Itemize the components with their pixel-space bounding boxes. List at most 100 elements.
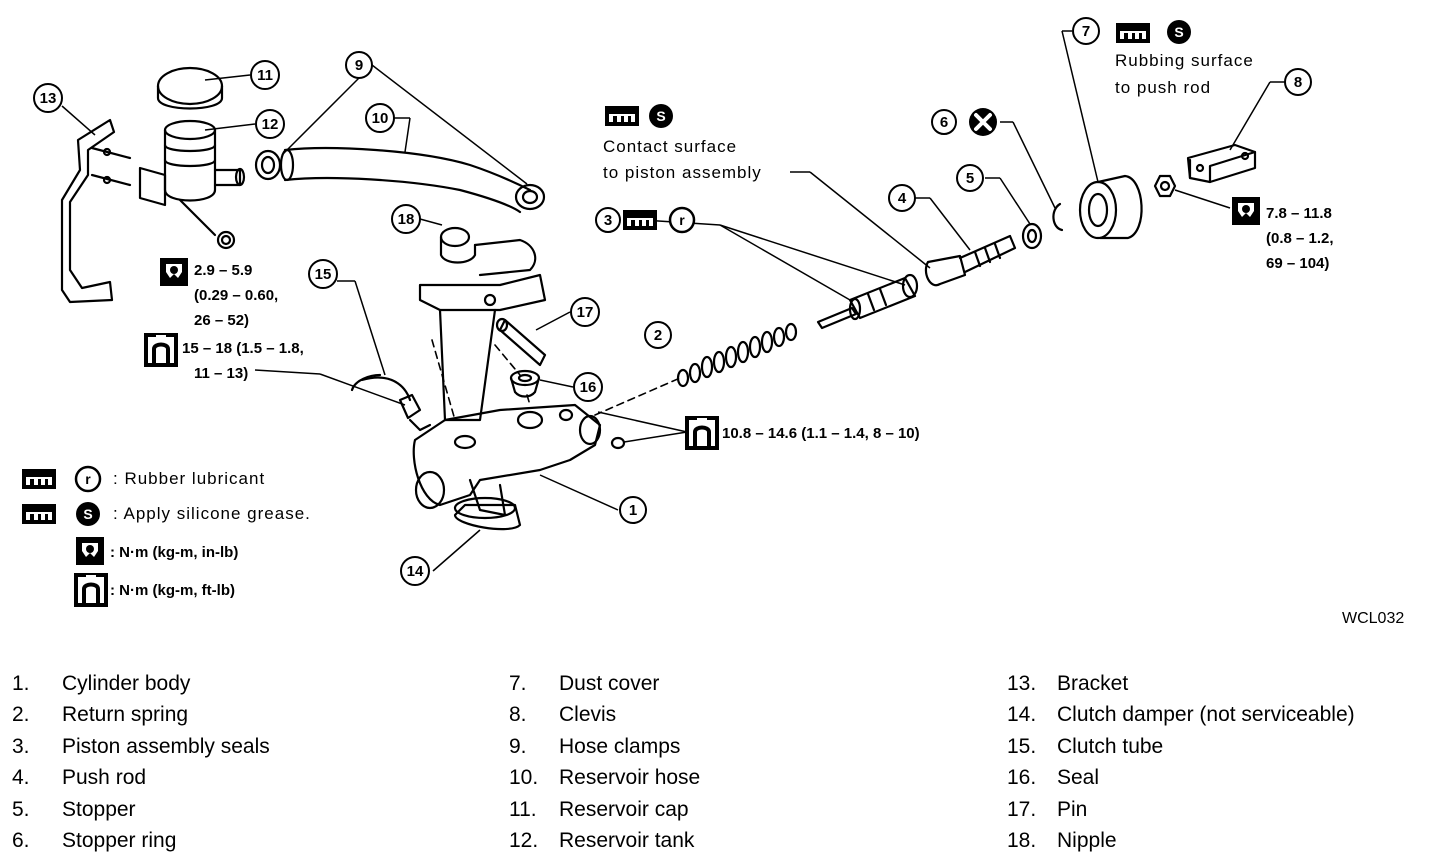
- replace-x-icon: [969, 108, 997, 136]
- torque-ft-lb-icon: [685, 416, 719, 450]
- reservoir-cap-drawing: [156, 66, 224, 110]
- bracket-drawing: [60, 118, 132, 304]
- alignment-line: [526, 394, 531, 406]
- list-item: 9.Hose clamps: [509, 734, 681, 758]
- callout-6: 6: [931, 109, 957, 135]
- torque-reservoir-line2: (0.29 – 0.60,: [194, 287, 278, 304]
- reservoir-tank-drawing: [138, 119, 246, 250]
- alignment-line: [494, 344, 521, 376]
- parts-legend-column: 13.Bracket 14.Clutch damper (not service…: [1007, 668, 1355, 856]
- svg-text:8: 8: [1294, 74, 1302, 91]
- callout-13: 13: [33, 83, 63, 113]
- svg-text:3: 3: [604, 212, 612, 229]
- list-item: 14.Clutch damper (not serviceable): [1007, 703, 1355, 727]
- parts-legend-column: 7.Dust cover 8.Clevis 9.Hose clamps 10.R…: [509, 668, 700, 856]
- list-item: 11.Reservoir cap: [509, 797, 689, 821]
- leader-lines: [61, 30, 1285, 572]
- list-item: 8.Clevis: [509, 703, 617, 727]
- svg-text:S: S: [83, 506, 92, 522]
- svg-text:S: S: [1174, 24, 1183, 40]
- svg-text:14: 14: [407, 563, 424, 580]
- svg-text:16: 16: [580, 379, 597, 396]
- parts-legend: 1.Cylinder body 2.Return spring 3.Piston…: [0, 668, 1456, 858]
- list-item: 15.Clutch tube: [1007, 734, 1164, 758]
- callout-14: 14: [400, 556, 430, 586]
- list-item: 3.Piston assembly seals: [12, 734, 270, 758]
- callout-10: 10: [365, 103, 395, 133]
- seal-drawing: [509, 369, 541, 398]
- callout-12: 12: [255, 109, 285, 139]
- callout-16: 16: [573, 372, 603, 402]
- grease-icon: [1116, 23, 1150, 43]
- rubbing-surface-note: Rubbing surface: [1115, 51, 1254, 70]
- key-torque-ft-lb: : N·m (kg-m, ft-lb): [110, 582, 235, 599]
- list-item: 18.Nipple: [1007, 828, 1117, 852]
- cylinder-body-drawing: [350, 273, 602, 531]
- svg-text:11: 11: [257, 67, 273, 84]
- svg-text:7: 7: [1082, 23, 1090, 40]
- stopper-ring-drawing: [1052, 202, 1064, 232]
- torque-reservoir-line3: 26 – 52): [194, 312, 249, 329]
- svg-text:13: 13: [40, 90, 57, 107]
- list-item: 7.Dust cover: [509, 672, 660, 695]
- clevis-drawing: [1153, 143, 1257, 198]
- torque-reservoir: 2.9 – 5.9: [194, 262, 252, 279]
- callout-2: 2: [644, 321, 672, 349]
- svg-text:2: 2: [654, 327, 662, 344]
- stopper-drawing: [1021, 222, 1043, 250]
- dust-cover-drawing: [1078, 174, 1143, 240]
- torque-in-lb-icon: [1232, 197, 1260, 225]
- torque-cylinder-body: 10.8 – 14.6 (1.1 – 1.4, 8 – 10): [722, 425, 920, 442]
- svg-text:S: S: [656, 108, 665, 124]
- key-rubber-lubricant: : Rubber lubricant: [113, 469, 265, 488]
- svg-text:4: 4: [898, 190, 907, 207]
- list-item: 5.Stopper: [12, 797, 136, 821]
- return-spring-drawing: [676, 322, 798, 388]
- exploded-parts-diagram: 1 2 3 4 5 6 7 8 9 10 11 12: [22, 17, 1404, 627]
- svg-text:15: 15: [315, 266, 332, 283]
- svg-text:5: 5: [966, 170, 974, 187]
- torque-clutch-tube: 15 – 18 (1.5 – 1.8,: [182, 340, 304, 357]
- list-item: 12.Reservoir tank: [509, 828, 695, 852]
- list-item: 10.Reservoir hose: [509, 766, 701, 790]
- key-silicone-grease: : Apply silicone grease.: [113, 504, 311, 523]
- grease-icon: [22, 469, 56, 489]
- callout-5: 5: [956, 164, 984, 192]
- reservoir-hose-drawing: [254, 147, 546, 214]
- contact-surface-note-line2: to piston assembly: [603, 163, 762, 182]
- list-item: 16.Seal: [1007, 766, 1100, 790]
- contact-surface-note: Contact surface: [603, 137, 737, 156]
- torque-in-lb-icon: [160, 258, 188, 286]
- torque-ft-lb-icon: [144, 333, 178, 367]
- torque-clevis-line3: 69 – 104): [1266, 255, 1329, 272]
- pin-drawing: [495, 317, 547, 367]
- callout-15: 15: [308, 259, 338, 289]
- callout-8: 8: [1284, 68, 1312, 96]
- grease-icon: [605, 106, 639, 126]
- torque-clutch-tube-line2: 11 – 13): [194, 365, 248, 382]
- callout-18: 18: [391, 204, 421, 234]
- rubber-symbol-icon: r: [668, 206, 696, 234]
- torque-ft-lb-icon: [74, 573, 108, 607]
- list-item: 1.Cylinder body: [12, 672, 191, 695]
- torque-in-lb-icon: [76, 537, 104, 565]
- callout-1: 1: [619, 496, 647, 524]
- svg-text:12: 12: [262, 116, 279, 133]
- svg-text:r: r: [85, 471, 91, 487]
- callout-4: 4: [888, 184, 916, 212]
- key-torque-in-lb: : N·m (kg-m, in-lb): [110, 544, 238, 561]
- list-item: 13.Bracket: [1007, 672, 1129, 695]
- list-item: 17.Pin: [1007, 797, 1088, 821]
- silicone-symbol-icon: S: [649, 104, 673, 128]
- rubber-symbol-icon: r: [74, 465, 102, 493]
- nipple-drawing: [439, 226, 537, 277]
- svg-text:18: 18: [398, 211, 415, 228]
- callout-17: 17: [570, 297, 600, 327]
- rubbing-surface-note-line2: to push rod: [1115, 78, 1211, 97]
- push-rod-drawing: [924, 234, 1017, 287]
- svg-text:17: 17: [577, 304, 594, 321]
- callout-7: 7: [1072, 17, 1100, 45]
- bleeder-fitting-drawing: [558, 408, 626, 450]
- torque-clevis-line2: (0.8 – 1.2,: [1266, 230, 1334, 247]
- callout-11: 11: [250, 60, 280, 90]
